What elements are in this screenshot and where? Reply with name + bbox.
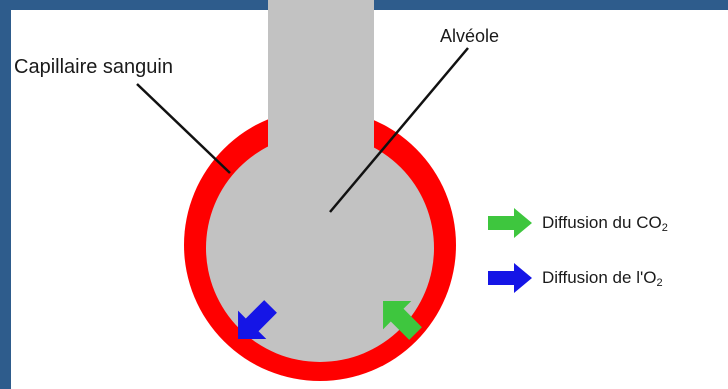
legend-co2-text: Diffusion du CO2 [542, 213, 668, 234]
alveolus-neck [268, 120, 374, 180]
alveolus-stem-top [268, 0, 374, 12]
alveolus-label: Alvéole [440, 26, 499, 47]
capillary-label: Capillaire sanguin [14, 56, 173, 79]
capillary-leader-line [137, 84, 230, 173]
legend-item-o2: Diffusion de l'O2 [486, 261, 663, 295]
legend-o2-text: Diffusion de l'O2 [542, 268, 663, 289]
blue-arrow-right-icon [486, 261, 534, 295]
green-arrow-right-icon [486, 206, 534, 240]
legend-item-co2: Diffusion du CO2 [486, 206, 668, 240]
